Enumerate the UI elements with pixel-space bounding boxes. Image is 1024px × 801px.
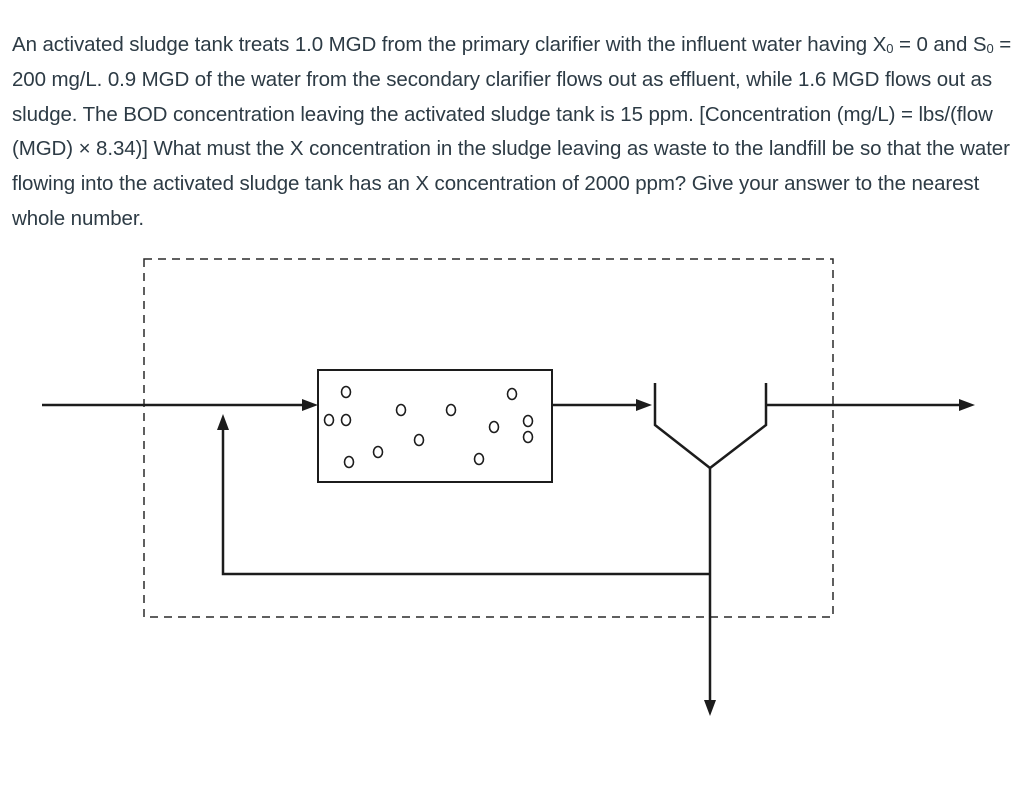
bubble: [340, 413, 352, 427]
system-boundary: [143, 258, 834, 618]
influent-arrow: [302, 399, 318, 411]
bubble: [445, 403, 457, 417]
bubble: [473, 452, 485, 466]
bubble: [395, 403, 407, 417]
bubble: [343, 455, 355, 469]
bubble: [323, 413, 335, 427]
activated-sludge-tank: [317, 369, 553, 483]
tank-outflow-arrow: [636, 399, 652, 411]
recycle-line: [221, 428, 710, 576]
bubble: [522, 414, 534, 428]
bubble: [413, 433, 425, 447]
question-part-3: = 200 mg/L. 0.9 MGD of the water from th…: [12, 33, 1012, 230]
sludge-waste-arrow: [704, 700, 716, 716]
bubble: [522, 430, 534, 444]
s0-subscript: 0: [986, 40, 994, 56]
question-part-2: = 0 and S: [893, 33, 987, 56]
bubble: [488, 420, 500, 434]
recycle-arrow: [217, 414, 229, 430]
question-text: An activated sludge tank treats 1.0 MGD …: [12, 28, 1017, 237]
effluent-arrow: [959, 399, 975, 411]
tank-bubbles: [323, 385, 534, 469]
secondary-clarifier: [653, 383, 768, 470]
bubble: [506, 387, 518, 401]
x0-subscript: 0: [886, 40, 894, 56]
bubble: [372, 445, 384, 459]
question-part-1: An activated sludge tank treats 1.0 MGD …: [12, 33, 887, 56]
bubble: [340, 385, 352, 399]
